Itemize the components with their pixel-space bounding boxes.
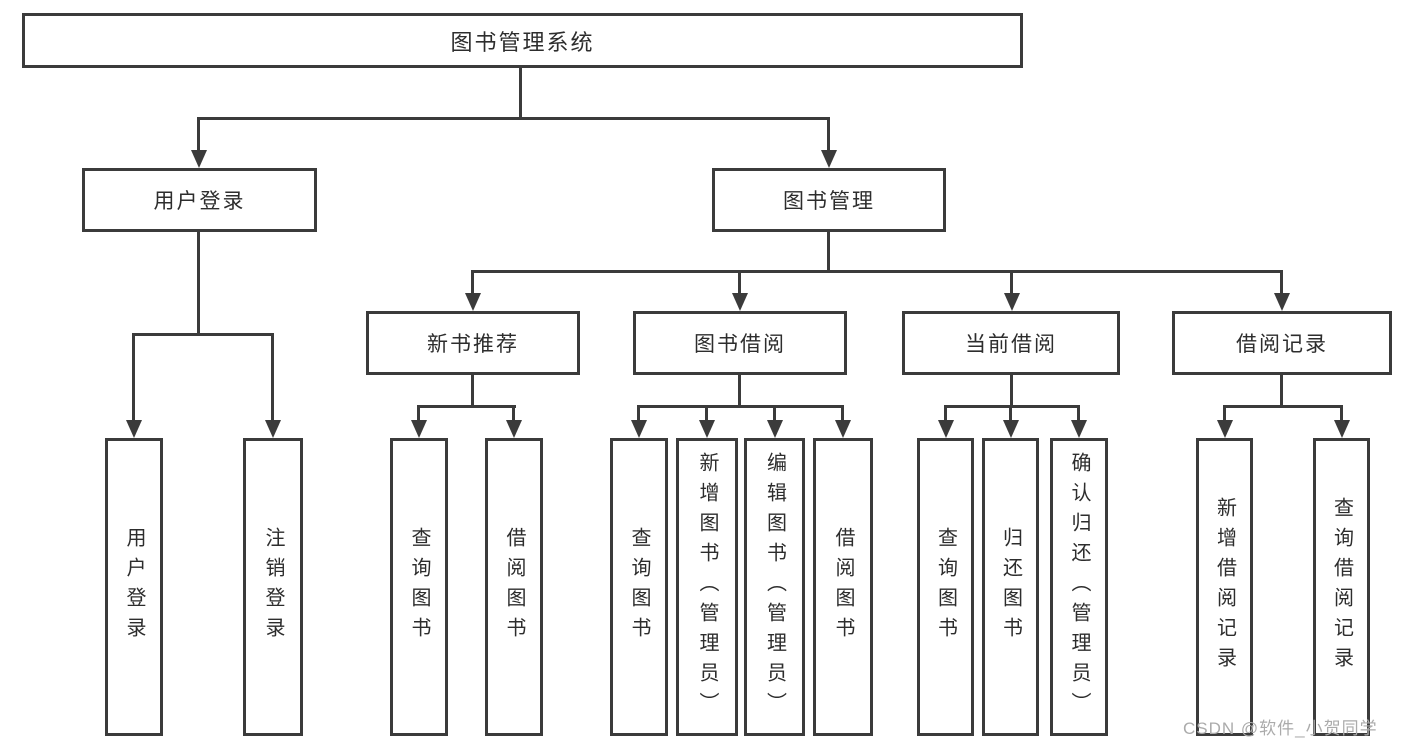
node-current-borrow-label: 当前借阅: [965, 333, 1057, 356]
arrow-g4-return-book: [1002, 405, 1019, 438]
connector-book-mgmt-stem: [827, 232, 830, 273]
node-book-mgmt: 图书管理: [712, 168, 946, 232]
leaf-g3-query-books: 查询图书: [610, 438, 668, 736]
arrow-g3-add-book: [698, 405, 715, 438]
leaf-g2-query-books-label: 查询图书: [408, 527, 430, 647]
leaf-g4-query-books: 查询图书: [917, 438, 974, 736]
leaf-g3-add-book-label: 新增图书（管理员）: [696, 452, 718, 722]
leaf-g5-add-record-label: 新增借阅记录: [1213, 497, 1236, 677]
leaf-g3-edit-book: 编辑图书（管理员）: [744, 438, 805, 736]
arrow-g5-query-record: [1333, 405, 1350, 438]
connector-book-borrow-stem: [738, 375, 741, 408]
node-library-system-label: 图书管理系统: [450, 29, 595, 55]
leaf-g3-edit-book-label: 编辑图书（管理员）: [763, 452, 786, 722]
node-user-login-label: 用户登录: [153, 190, 246, 213]
leaf-g5-query-record-label: 查询借阅记录: [1330, 497, 1353, 677]
arrow-to-borrow-records: [1273, 270, 1290, 311]
leaf-g5-add-record: 新增借阅记录: [1196, 438, 1253, 736]
arrow-g2-borrow-books: [505, 405, 522, 438]
leaf-g3-add-book: 新增图书（管理员）: [676, 438, 738, 736]
arrow-g3-query-books: [630, 405, 647, 438]
connector-level2-rail: [198, 117, 830, 120]
connector-new-book-rec-stem: [471, 375, 474, 408]
arrow-to-book-mgmt: [820, 117, 837, 168]
node-book-mgmt-label: 图书管理: [783, 190, 875, 213]
arrow-g3-edit-book: [766, 405, 783, 438]
node-library-system: 图书管理系统: [22, 13, 1023, 68]
node-current-borrow: 当前借阅: [902, 311, 1120, 375]
csdn-watermark: CSDN @软件_小贺同学: [1183, 719, 1378, 738]
arrow-g5-add-record: [1216, 405, 1233, 438]
connector-group4-rail: [944, 405, 1080, 408]
connector-group3-rail: [637, 405, 844, 408]
arrow-g4-confirm-return: [1070, 405, 1087, 438]
arrow-to-new-book-rec: [464, 270, 481, 311]
arrow-g2-query-books: [410, 405, 427, 438]
leaf-g3-query-books-label: 查询图书: [628, 527, 650, 647]
leaf-g3-borrow-books-label: 借阅图书: [832, 527, 854, 647]
arrow-to-user-login: [190, 117, 207, 168]
node-book-borrow: 图书借阅: [633, 311, 847, 375]
leaf-g3-borrow-books: 借阅图书: [813, 438, 873, 736]
leaf-g4-return-book-label: 归还图书: [999, 527, 1022, 647]
node-new-book-rec: 新书推荐: [366, 311, 580, 375]
leaf-g2-query-books: 查询图书: [390, 438, 448, 736]
node-book-borrow-label: 图书借阅: [694, 333, 786, 356]
connector-user-login-stem: [197, 232, 200, 336]
leaf-g5-query-record: 查询借阅记录: [1313, 438, 1370, 736]
leaf-g2-borrow-books: 借阅图书: [485, 438, 543, 736]
arrow-to-leaf-user-login: [125, 333, 142, 438]
leaf-logout: 注销登录: [243, 438, 303, 736]
connector-current-borrow-stem: [1010, 375, 1013, 408]
node-borrow-records-label: 借阅记录: [1236, 333, 1328, 356]
leaf-user-login-label: 用户登录: [123, 527, 145, 647]
connector-borrow-records-stem: [1280, 375, 1283, 408]
node-new-book-rec-label: 新书推荐: [427, 333, 519, 356]
node-user-login: 用户登录: [82, 168, 317, 232]
arrow-to-leaf-logout: [264, 333, 281, 438]
connector-group1-rail: [132, 333, 274, 336]
arrow-g3-borrow-books: [834, 405, 851, 438]
arrow-to-book-borrow: [731, 270, 748, 311]
connector-level3-rail: [471, 270, 1283, 273]
connector-root-stem: [519, 68, 522, 120]
leaf-g4-confirm-return: 确认归还（管理员）: [1050, 438, 1108, 736]
node-borrow-records: 借阅记录: [1172, 311, 1392, 375]
connector-group2-rail: [417, 405, 516, 408]
leaf-g4-return-book: 归还图书: [982, 438, 1039, 736]
leaf-g4-query-books-label: 查询图书: [934, 527, 957, 647]
leaf-user-login: 用户登录: [105, 438, 163, 736]
connector-group5-rail: [1223, 405, 1343, 408]
leaf-logout-label: 注销登录: [262, 527, 284, 647]
arrow-to-current-borrow: [1003, 270, 1020, 311]
leaf-g4-confirm-return-label: 确认归还（管理员）: [1068, 452, 1090, 722]
arrow-g4-query-books: [937, 405, 954, 438]
leaf-g2-borrow-books-label: 借阅图书: [503, 527, 525, 647]
